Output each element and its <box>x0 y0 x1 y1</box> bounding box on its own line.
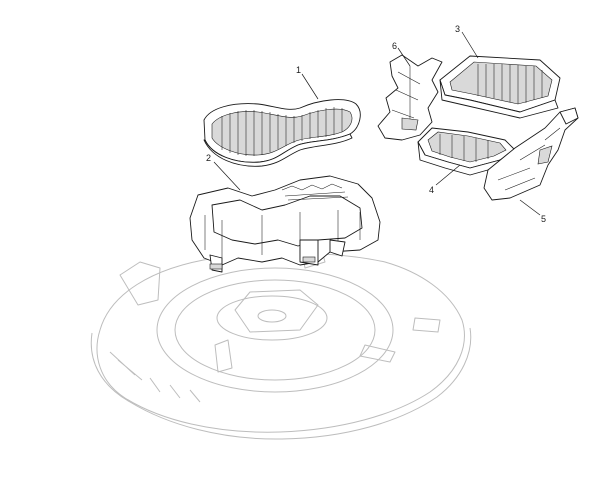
leader-1 <box>301 73 319 100</box>
part-4-tray <box>417 127 516 176</box>
part-3-hood-cover <box>439 55 561 119</box>
mower-deck-ghost <box>90 235 472 440</box>
part-1-grille-cover <box>203 99 361 167</box>
part-5-right-bracket <box>483 107 579 201</box>
leader-4 <box>435 164 461 186</box>
leader-2 <box>213 161 241 191</box>
leader-5 <box>519 199 541 216</box>
part-2-housing <box>189 175 381 273</box>
leader-6 <box>397 47 411 67</box>
leader-lines <box>213 31 541 216</box>
callout-6: 6 <box>392 41 397 51</box>
leader-3 <box>461 31 479 59</box>
callout-3: 3 <box>455 24 460 34</box>
callout-5: 5 <box>541 214 546 224</box>
part-6-left-bracket <box>377 54 443 141</box>
callout-labels: 1 2 3 4 5 6 <box>206 24 546 224</box>
callout-2: 2 <box>206 153 211 163</box>
callout-1: 1 <box>296 65 301 75</box>
callout-4: 4 <box>429 185 434 195</box>
